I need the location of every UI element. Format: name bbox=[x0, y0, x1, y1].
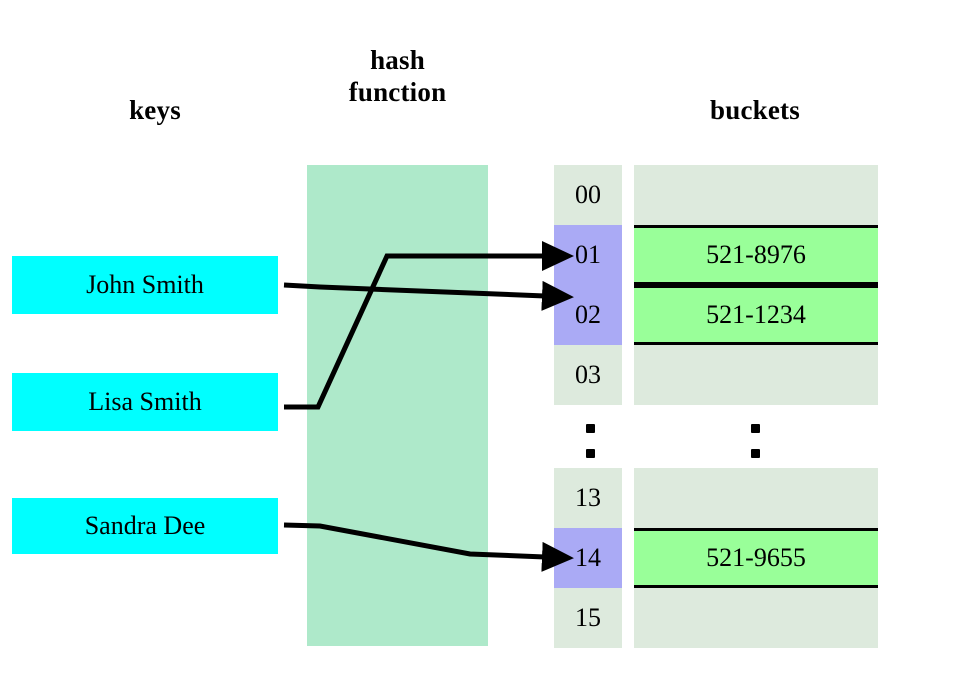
bucket-cell-00 bbox=[634, 165, 878, 225]
bucket-cell-02: 521-1234 bbox=[634, 285, 878, 345]
index-column-ellipsis-icon bbox=[580, 424, 600, 458]
bucket-cell-01: 521-8976 bbox=[634, 225, 878, 285]
hash-function-band bbox=[307, 165, 488, 646]
index-cell-03: 03 bbox=[554, 345, 622, 405]
key-box-john-smith: John Smith bbox=[12, 256, 278, 314]
bucket-cell-14: 521-9655 bbox=[634, 528, 878, 588]
key-label: Sandra Dee bbox=[84, 511, 206, 540]
bucket-cell-03 bbox=[634, 345, 878, 405]
index-cell-14: 14 bbox=[554, 528, 622, 588]
bucket-cell-15 bbox=[634, 588, 878, 648]
bucket-column-ellipsis-icon bbox=[745, 424, 765, 458]
index-cell-01: 01 bbox=[554, 225, 622, 285]
index-cell-00: 00 bbox=[554, 165, 622, 225]
index-cell-15: 15 bbox=[554, 588, 622, 648]
bucket-cell-13 bbox=[634, 468, 878, 528]
heading-hash-function: hash function bbox=[348, 45, 447, 107]
key-label: John Smith bbox=[86, 270, 204, 299]
key-box-sandra-dee: Sandra Dee bbox=[12, 498, 278, 554]
index-cell-02: 02 bbox=[554, 285, 622, 345]
key-label: Lisa Smith bbox=[88, 387, 202, 416]
heading-buckets: buckets bbox=[710, 95, 800, 125]
key-box-lisa-smith: Lisa Smith bbox=[12, 373, 278, 431]
heading-keys: keys bbox=[129, 95, 181, 125]
index-cell-13: 13 bbox=[554, 468, 622, 528]
